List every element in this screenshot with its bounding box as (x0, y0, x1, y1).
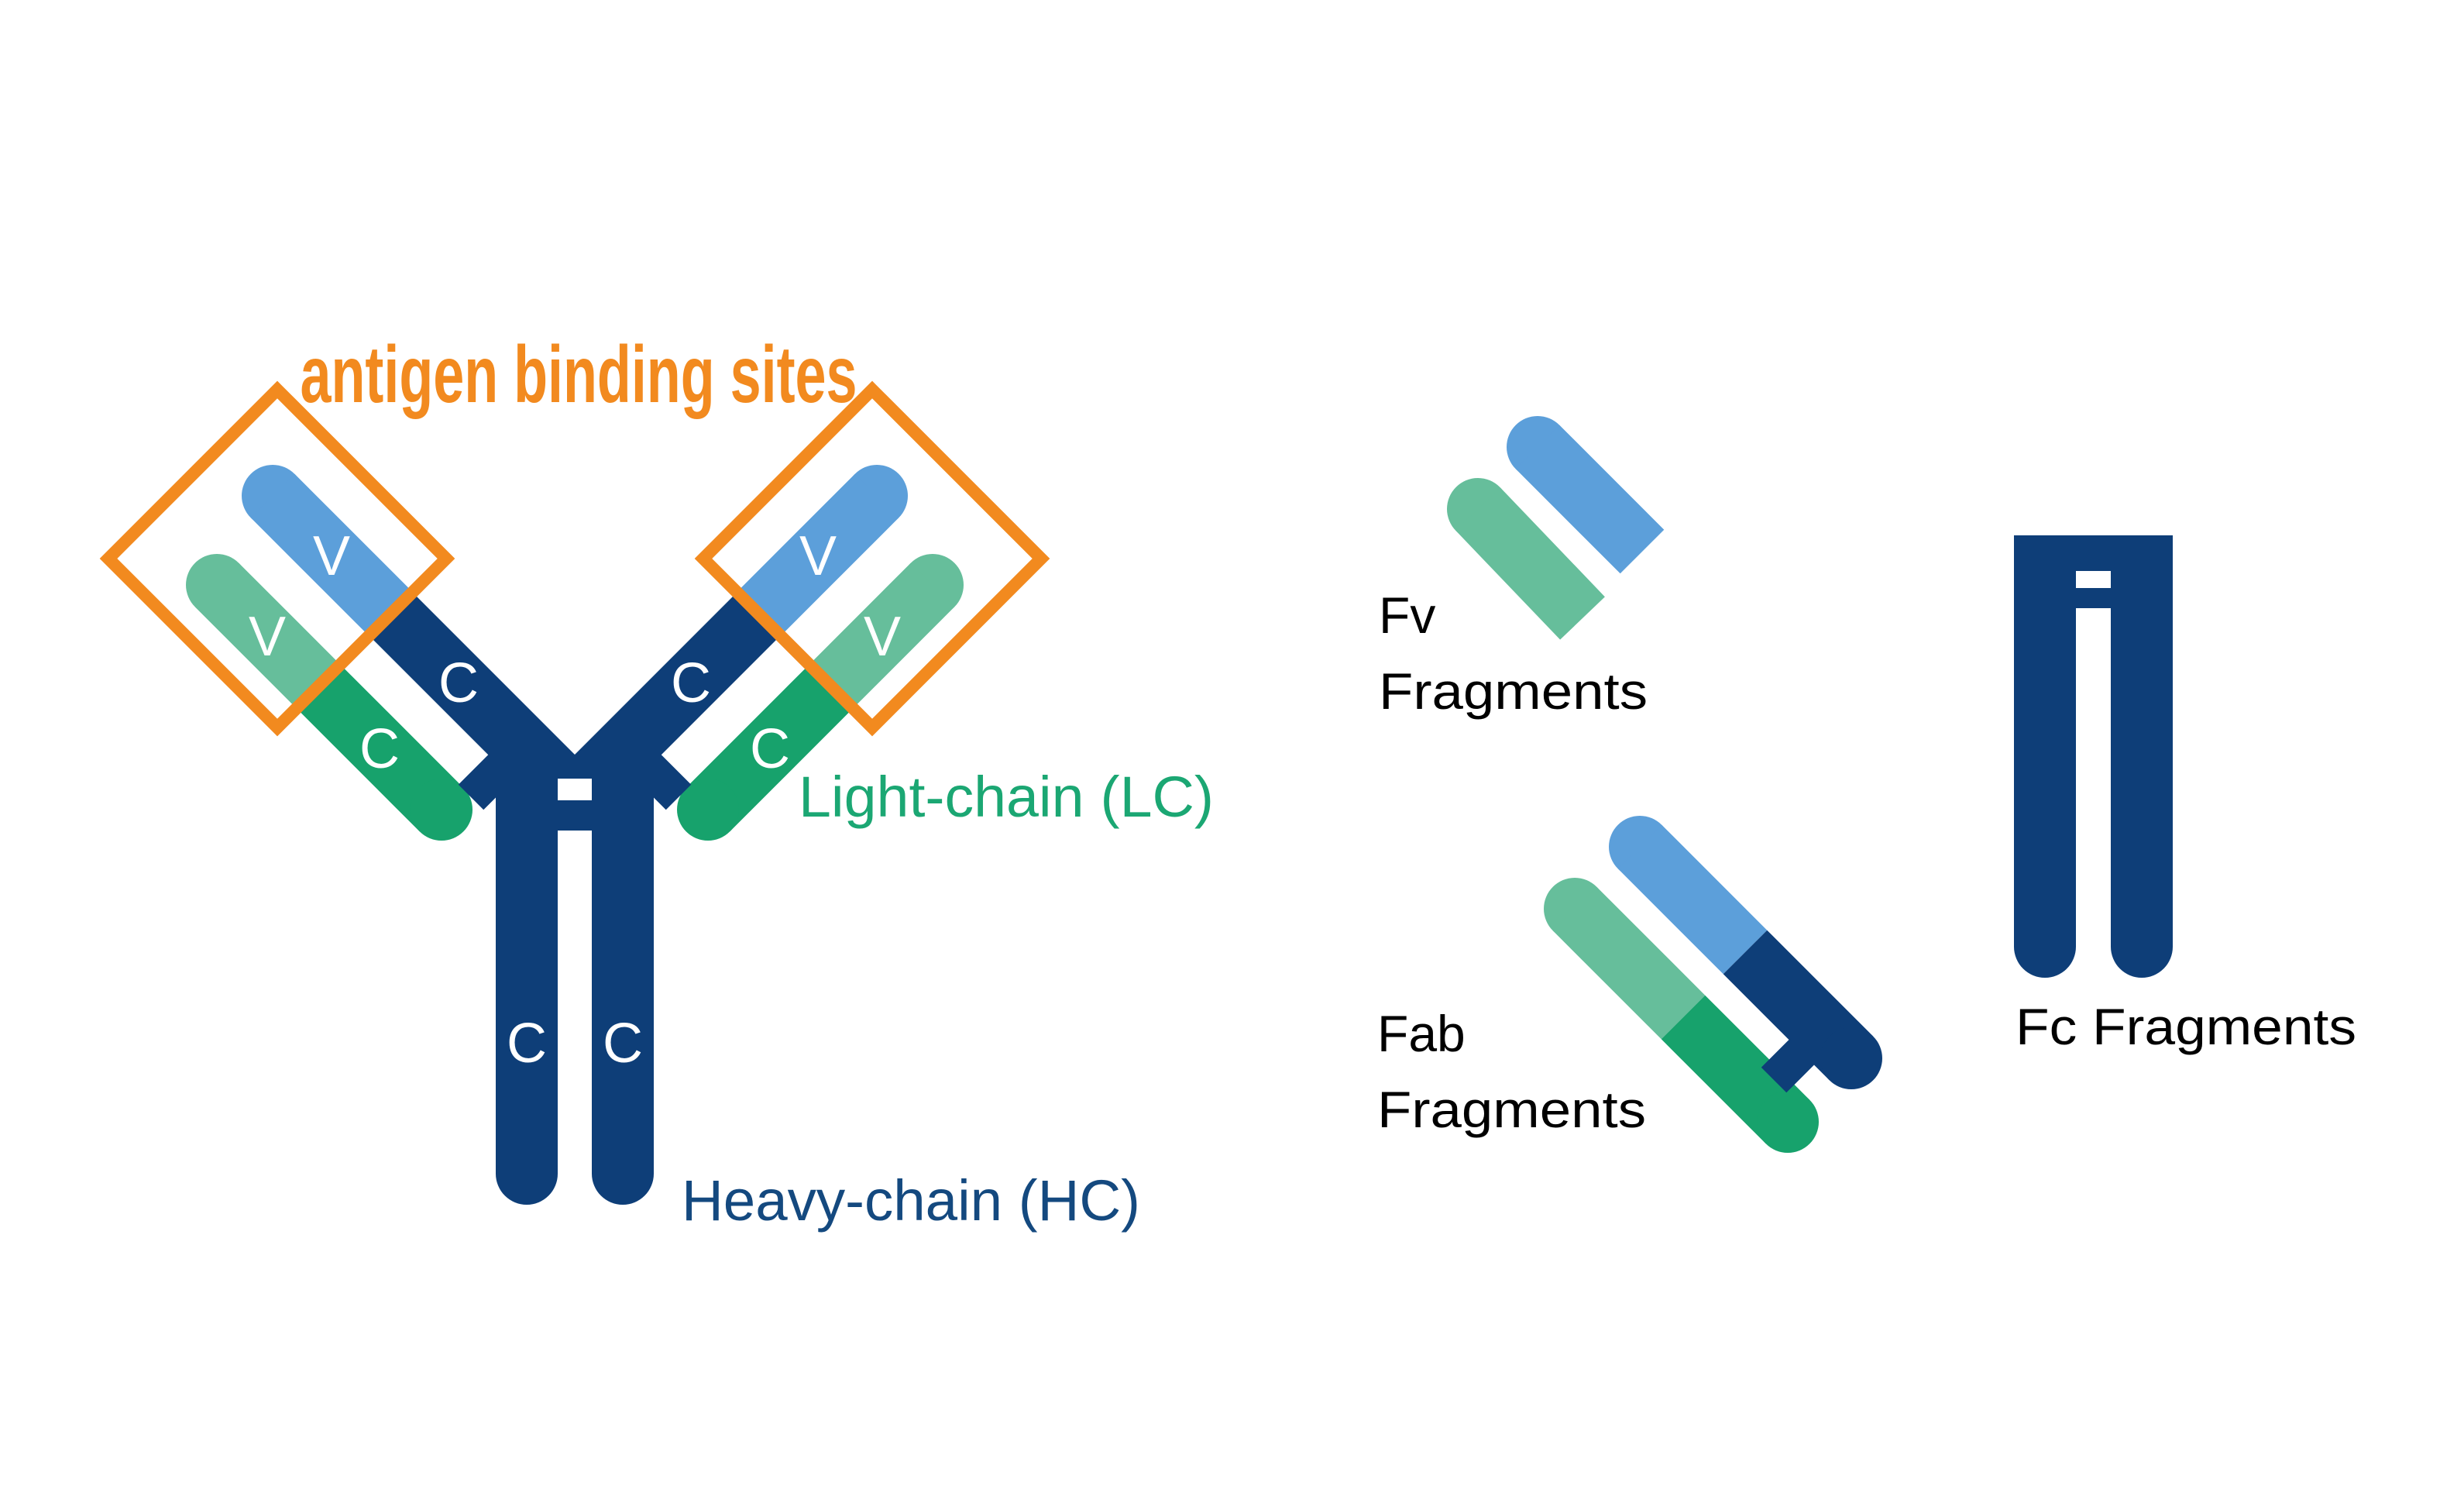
heavy-chain-label: Heavy-chain (HC) (682, 1168, 1140, 1233)
heavy-chain-variable-right (737, 465, 908, 636)
c-label-lc-right: C (750, 718, 790, 780)
light-chain-label: Light-chain (LC) (799, 765, 1214, 829)
heavy-chain-pair-shape (245, 468, 905, 1205)
antigen-binding-site-box-right (694, 380, 1050, 737)
light-chain-right (677, 554, 964, 841)
lc-hc-bond-right (633, 752, 692, 810)
fab-lc-end (1757, 1091, 1819, 1153)
fc-fragments-label: Fc Fragments (2016, 998, 2356, 1055)
light-chain-left (186, 554, 473, 841)
c-label-hc-arm-right: C (671, 652, 711, 714)
v-label-lc-left: V (249, 606, 286, 668)
c-label-stem-right: C (603, 1013, 643, 1075)
lc-c-end-left (411, 779, 473, 841)
v-label-hc-right: V (799, 525, 837, 587)
fv-fragment (1447, 416, 1665, 640)
hc-v-body-right (737, 473, 899, 636)
antibody: V V V V C C C C C C (99, 380, 1050, 1205)
antigen-binding-sites-label: antigen binding sites (301, 330, 857, 420)
c-label-stem-left: C (507, 1013, 547, 1075)
fab-fragment (1544, 816, 1882, 1153)
fab-lc-v-body (1552, 886, 1706, 1040)
hinge-gap (558, 779, 592, 800)
domain-letters: V V V V C C C C C C (249, 525, 901, 1075)
v-label-lc-right: V (864, 606, 901, 668)
fv-fragments-label-line2: Fragments (1379, 662, 1648, 720)
fv-fragments-label-line1: Fv (1379, 586, 1435, 644)
fab-fragments-label-line1: Fab (1377, 1005, 1466, 1062)
lc-v-body-right (809, 562, 955, 709)
hc-v-body-left (250, 473, 413, 636)
fc-shape (2014, 535, 2173, 978)
heavy-chain-variable-left (242, 465, 413, 636)
c-label-lc-left: C (359, 718, 400, 780)
fab-lc-hc-bond (1761, 1034, 1820, 1093)
lc-c-end-right (677, 779, 739, 841)
v-label-hc-left: V (313, 525, 350, 587)
fc-fragment (2014, 535, 2173, 978)
fv-hc-body (1515, 425, 1665, 574)
fab-fragments-label-line2: Fragments (1377, 1081, 1646, 1138)
antigen-binding-site-box-left (99, 380, 455, 737)
fab-hc-end (1820, 1027, 1882, 1089)
c-label-hc-arm-left: C (438, 652, 479, 714)
fv-lc-body (1455, 487, 1605, 640)
fc-hinge-gap (2076, 571, 2111, 588)
fab-hc-v-body (1617, 824, 1768, 975)
lc-v-body-left (194, 562, 341, 709)
lc-hc-bond-left (458, 752, 517, 810)
